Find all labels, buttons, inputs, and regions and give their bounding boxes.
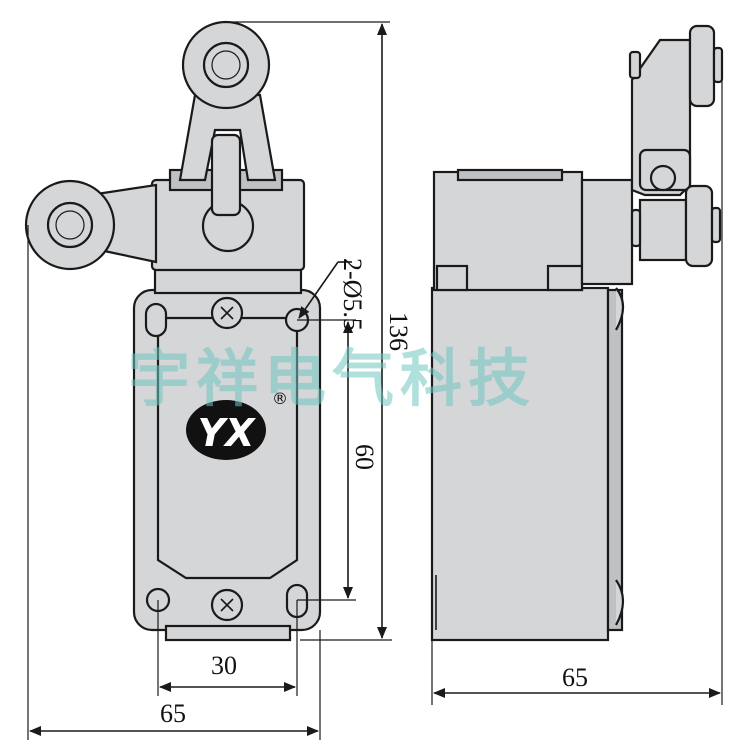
hole-spec-label: 2-Ø5.5 bbox=[338, 258, 367, 331]
logo-text: YX bbox=[198, 411, 257, 455]
side-lever-pin bbox=[649, 164, 677, 192]
side-lower-nut bbox=[630, 208, 642, 248]
registered-mark: ® bbox=[272, 389, 288, 408]
side-lower-block bbox=[638, 198, 688, 262]
side-head-tab-left bbox=[435, 264, 469, 292]
side-width-label: 65 bbox=[562, 663, 588, 692]
side-bulge-bottom bbox=[615, 579, 625, 626]
side-lower-roller-axle bbox=[710, 206, 722, 244]
top-roller-hub bbox=[202, 41, 250, 89]
side-view bbox=[430, 24, 724, 642]
watermark-text: 宇祥电气科技 bbox=[128, 342, 536, 415]
slot-top-left bbox=[144, 302, 168, 338]
lever-shaft bbox=[210, 133, 242, 217]
screw-bottom bbox=[210, 588, 244, 622]
side-top-roller bbox=[688, 24, 716, 108]
front-width-label: 65 bbox=[160, 699, 186, 728]
hole-spacing-horizontal-label: 30 bbox=[211, 651, 237, 680]
side-bulge-top bbox=[615, 287, 625, 331]
brand-logo: YX ® bbox=[186, 389, 288, 460]
side-head-tab-right bbox=[546, 264, 584, 292]
total-height-label: 136 bbox=[384, 312, 413, 351]
left-roller-hub bbox=[46, 201, 94, 249]
side-cover-edge bbox=[606, 288, 624, 632]
side-body bbox=[430, 286, 610, 642]
front-view: YX ® bbox=[24, 20, 322, 642]
side-top-nut bbox=[628, 50, 642, 80]
side-head-cap bbox=[456, 168, 564, 182]
front-foot bbox=[164, 624, 292, 642]
screw-top bbox=[210, 296, 244, 330]
side-shaft-housing bbox=[580, 178, 634, 286]
dimension-lines bbox=[27, 21, 723, 740]
hole-spacing-vertical-label: 60 bbox=[350, 444, 379, 470]
side-top-roller-axle bbox=[712, 46, 724, 84]
side-lower-roller bbox=[684, 184, 714, 268]
dimension-labels: 2-Ø5.5 136 60 30 65 65 bbox=[160, 258, 588, 728]
vertical-lever bbox=[178, 93, 277, 182]
